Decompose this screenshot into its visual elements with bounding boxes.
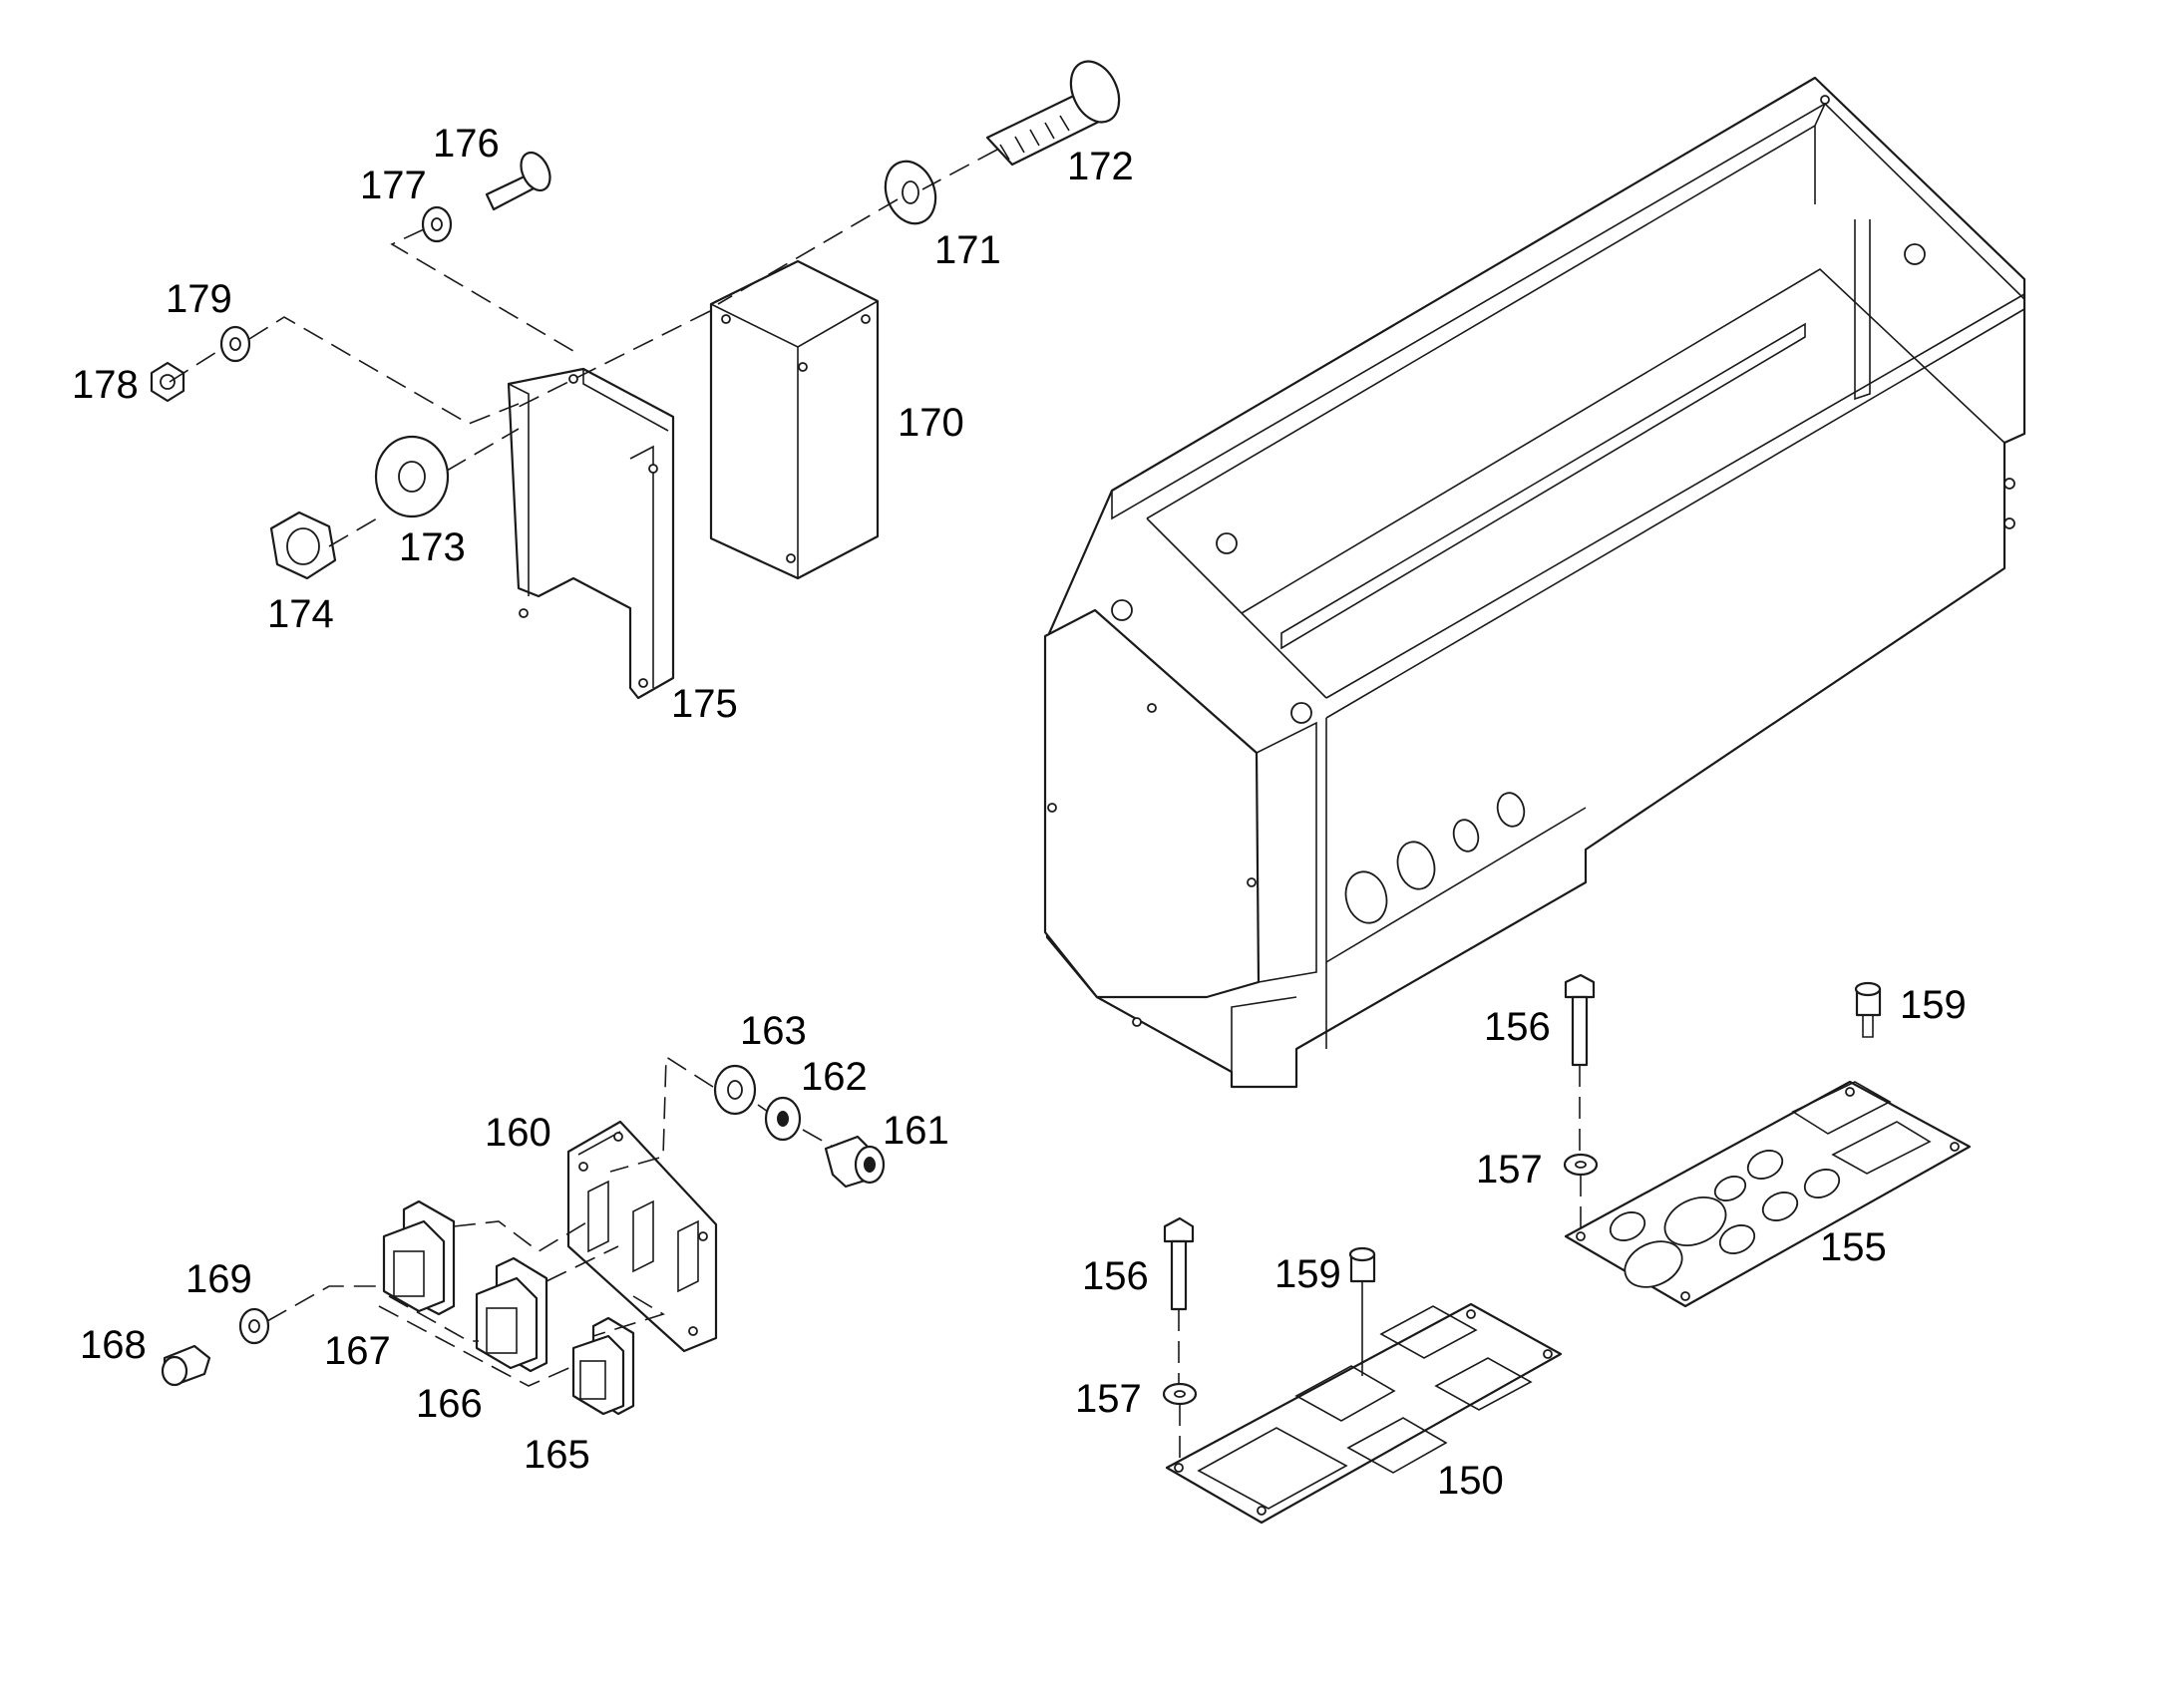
- callout-178: 178: [72, 363, 139, 407]
- part-172-bolt: [985, 60, 1121, 167]
- part-157-washer-left: [1162, 1382, 1198, 1461]
- part-174-nut: [269, 511, 337, 580]
- part-166-connector: [475, 1256, 548, 1373]
- callout-166: 166: [416, 1382, 483, 1426]
- callout-159-left: 159: [1274, 1252, 1341, 1296]
- part-165-connector: [571, 1316, 635, 1416]
- part-175-bracket: [507, 367, 675, 700]
- part-157-washer-right: [1563, 1153, 1599, 1231]
- part-178-nut: [150, 361, 185, 403]
- part-159-screw-right: [1854, 981, 1882, 1038]
- callout-177: 177: [360, 164, 427, 207]
- callout-162: 162: [801, 1055, 868, 1099]
- callout-156-left: 156: [1082, 1254, 1149, 1298]
- part-167-connector: [382, 1199, 456, 1316]
- part-161-screw: [824, 1135, 886, 1189]
- callout-168: 168: [80, 1323, 147, 1367]
- part-cabinet: [1043, 76, 2026, 1089]
- part-179-washer: [219, 325, 251, 363]
- callout-176: 176: [433, 122, 500, 166]
- callout-167: 167: [324, 1329, 391, 1373]
- part-160-plate: [566, 1120, 718, 1353]
- callout-156-right: 156: [1484, 1005, 1551, 1049]
- part-171-washer: [884, 160, 937, 225]
- part-176-screw: [485, 151, 551, 211]
- leader-lines-connector-group: [266, 1055, 834, 1387]
- callout-179: 179: [166, 277, 232, 321]
- callout-174: 174: [267, 592, 334, 636]
- callout-172: 172: [1067, 145, 1134, 188]
- callout-173: 173: [399, 525, 466, 569]
- callout-157-right: 157: [1476, 1148, 1543, 1192]
- callout-155: 155: [1820, 1225, 1887, 1269]
- part-150-plate: [1165, 1302, 1563, 1525]
- part-169-washer: [238, 1307, 270, 1345]
- callout-160: 160: [485, 1111, 551, 1155]
- part-155-plate: [1564, 1080, 1972, 1308]
- callout-165: 165: [524, 1433, 590, 1477]
- part-173-washer: [374, 435, 450, 518]
- part-156-bolt-right: [1564, 973, 1596, 1157]
- callout-171: 171: [934, 228, 1001, 272]
- callout-161: 161: [883, 1109, 949, 1153]
- part-177-washer: [421, 205, 453, 243]
- part-163-washer: [713, 1064, 757, 1116]
- callout-150: 150: [1437, 1459, 1504, 1503]
- part-168-screw: [161, 1344, 211, 1387]
- callout-169: 169: [185, 1257, 252, 1301]
- callout-175: 175: [671, 682, 738, 726]
- callout-170: 170: [898, 401, 964, 445]
- part-159-screw-left: [1348, 1246, 1376, 1376]
- part-156-bolt-left: [1163, 1216, 1195, 1386]
- leader-lines-top-left: [169, 149, 998, 547]
- part-170-box: [709, 259, 880, 580]
- callout-159-right: 159: [1900, 983, 1967, 1027]
- callout-163: 163: [740, 1009, 807, 1053]
- callout-157-left: 157: [1075, 1377, 1142, 1421]
- part-162-washer: [764, 1096, 802, 1142]
